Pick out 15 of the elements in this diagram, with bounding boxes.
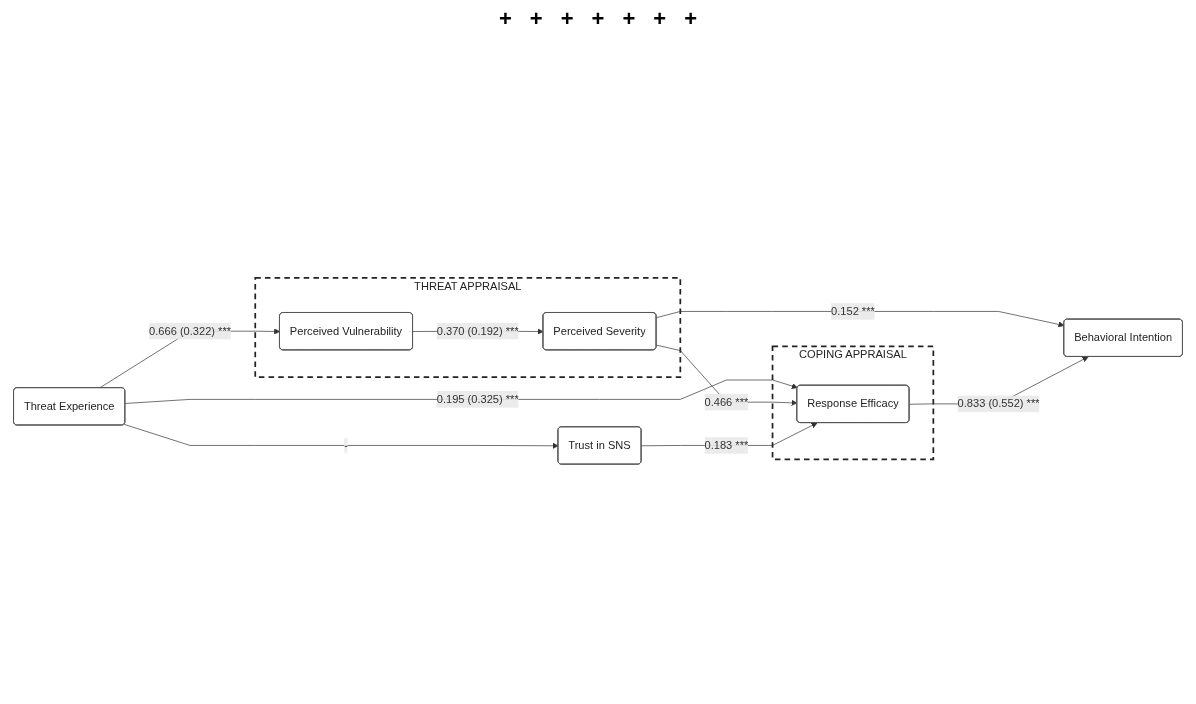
plus-sign: +: [591, 6, 605, 32]
edge-label: 0.466 ***: [704, 395, 749, 408]
edge-label: 0.195 (0.325) ***: [436, 393, 519, 405]
plus-sign: +: [622, 6, 636, 32]
edge-label: 0.152 ***: [831, 305, 875, 317]
plus-sign: +: [653, 6, 667, 32]
plus-sign: +: [499, 6, 512, 32]
plus-sign: +: [684, 6, 697, 32]
edge-label: 0.370 (0.192) ***: [436, 324, 519, 337]
edge-label: 0.183 ***: [704, 439, 749, 451]
edge-label: 0.666 (0.322) ***: [149, 324, 232, 337]
edge-label: -: [344, 439, 348, 451]
plus-sign: +: [529, 6, 543, 32]
plus-sign: +: [560, 6, 574, 32]
edge-label: 0.833 (0.552) ***: [957, 397, 1040, 410]
